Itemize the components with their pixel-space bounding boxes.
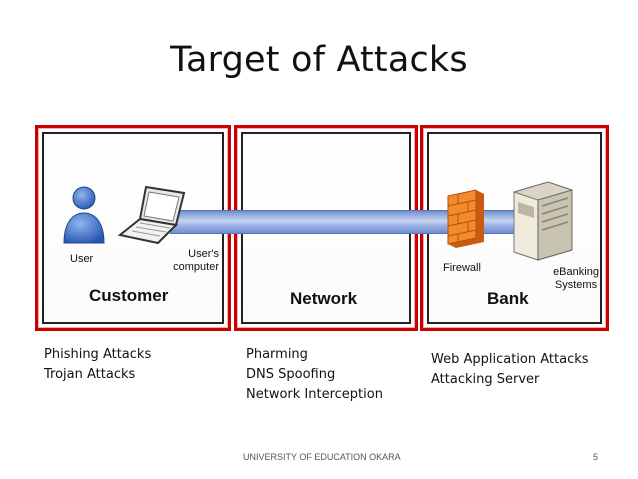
attack-item: DNS Spoofing (246, 367, 336, 382)
user-icon (63, 186, 105, 244)
attack-item: Phishing Attacks (44, 347, 152, 362)
user-label: User (70, 253, 94, 265)
server-label: eBanking Systems (553, 266, 599, 291)
page-number: 5 (593, 452, 599, 462)
attack-item: Trojan Attacks (44, 367, 136, 382)
network-zone-label: Network (290, 289, 358, 308)
server-icon (513, 181, 573, 261)
attack-item: Pharming (246, 347, 308, 362)
network-attacks-list: Pharming DNS Spoofing Network Intercepti… (246, 345, 383, 405)
firewall-label: Firewall (443, 262, 481, 274)
customer-zone-label: Customer (89, 286, 169, 305)
attack-item: Network Interception (246, 387, 383, 402)
laptop-icon (117, 185, 186, 245)
bank-zone-label: Bank (487, 289, 529, 308)
computer-label: User's computer (173, 248, 219, 273)
footer-text: UNIVERSITY OF EDUCATION OKARA (243, 452, 401, 462)
slide-title: Target of Attacks (170, 40, 468, 80)
attack-item: Attacking Server (431, 372, 540, 387)
firewall-icon (447, 189, 484, 248)
attack-item: Web Application Attacks (431, 352, 589, 367)
bank-attacks-list: Web Application Attacks Attacking Server (431, 350, 589, 390)
customer-attacks-list: Phishing Attacks Trojan Attacks (44, 345, 151, 385)
